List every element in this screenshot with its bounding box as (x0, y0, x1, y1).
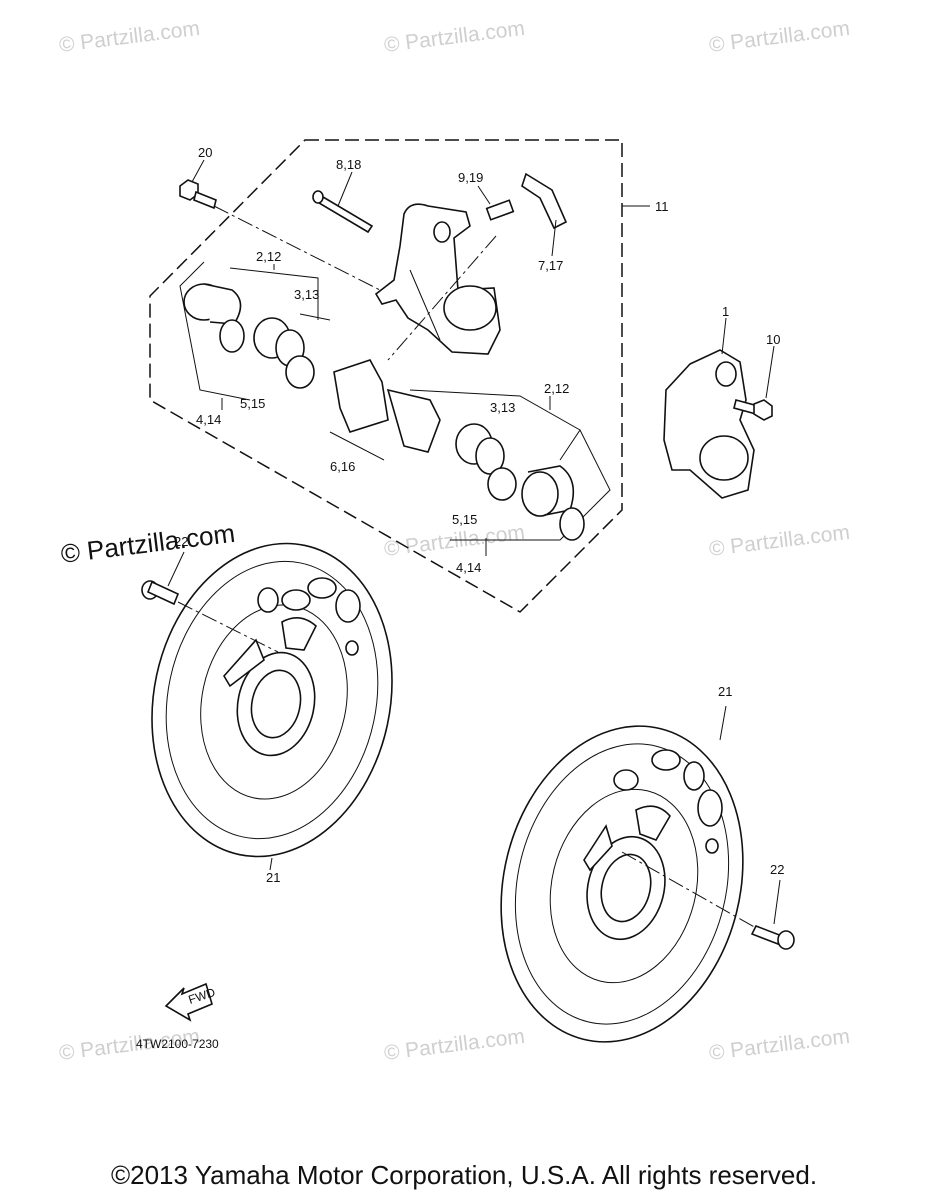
brake-pads-6-16 (329, 359, 441, 461)
callout-label: 3,13 (490, 400, 515, 415)
axis-line (621, 851, 757, 929)
axis-line (177, 601, 279, 653)
callout-label: 22 (770, 862, 784, 877)
callout-label: 2,12 (256, 249, 281, 264)
watermark: © Partzilla.com (383, 17, 526, 57)
callout-label: 8,18 (336, 157, 361, 172)
copyright-notice: ©2013 Yamaha Motor Corporation, U.S.A. A… (110, 1160, 818, 1190)
pad-spring-7-17 (521, 172, 568, 257)
bolt-22-right (750, 879, 795, 950)
diagram-code: 4TW2100-7230 (136, 1037, 219, 1051)
watermark: © Partzilla.com (59, 518, 237, 569)
callout-label: 7,17 (538, 258, 563, 273)
callout-label: 21 (718, 684, 732, 699)
callout-label: 22 (174, 534, 188, 549)
callout-label: 5,15 (240, 396, 265, 411)
callout-label: 5,15 (452, 512, 477, 527)
callout-labels: 20 8,18 9,19 7,17 11 2,12 3,13 5,15 4,14… (174, 145, 784, 885)
watermark: © Partzilla.com (708, 17, 851, 57)
brake-disc-21-right (500, 705, 744, 1043)
watermark: © Partzilla.com (708, 1025, 851, 1065)
callout-label: 4,14 (196, 412, 221, 427)
callout-label: 3,13 (294, 287, 319, 302)
caliper-body-exploded (374, 203, 501, 355)
brake-disc-21-left (151, 542, 393, 871)
bolt-22-left (141, 551, 185, 606)
watermark: © Partzilla.com (383, 1025, 526, 1065)
callout-label: 2,12 (544, 381, 569, 396)
callout-label: 6,16 (330, 459, 355, 474)
caliper-assembled-1 (663, 317, 755, 499)
axis-line (387, 235, 497, 361)
right-piston-group (409, 389, 611, 556)
axis-line (213, 205, 381, 291)
bleed-screw-9-19 (477, 185, 515, 221)
pin-8-18 (312, 171, 374, 234)
callout-label: 1 (722, 304, 729, 319)
bolt-20 (179, 159, 217, 210)
callout-label: 11 (655, 199, 669, 214)
left-piston-group (179, 261, 331, 410)
watermark: © Partzilla.com (708, 521, 851, 561)
watermark: © Partzilla.com (58, 17, 201, 57)
callout-label: 10 (766, 332, 780, 347)
callout-label: 4,14 (456, 560, 481, 575)
caliper-assembly-outline (149, 139, 623, 613)
fwd-arrow-icon: FWD (164, 982, 217, 1022)
callout-label: 20 (198, 145, 212, 160)
callout-label: 9,19 (458, 170, 483, 185)
callout-label: 21 (266, 870, 280, 885)
bolt-10 (733, 345, 775, 421)
